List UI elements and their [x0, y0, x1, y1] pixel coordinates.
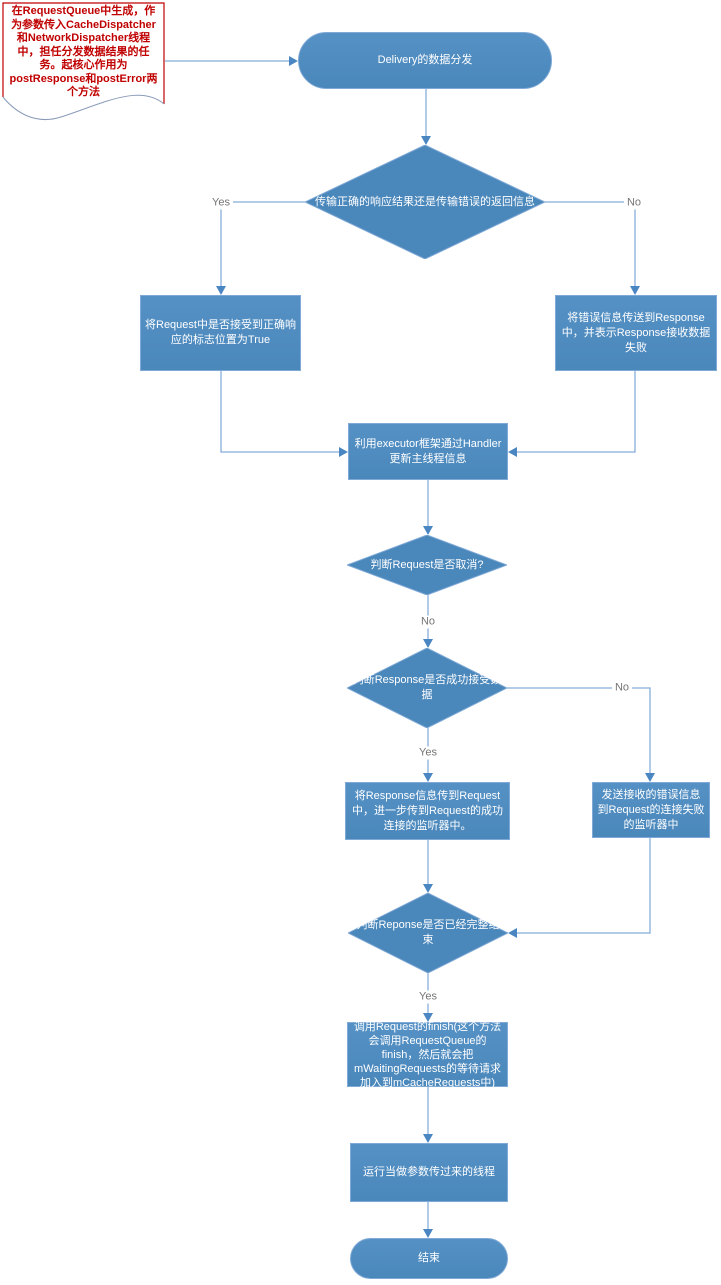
node-update-main-thread[interactable]: 利用executor框架通过Handler更新主线程信息	[348, 423, 508, 480]
node-notify-success[interactable]: 将Response信息传到Request中，进一步传到Request的成功连接的…	[345, 782, 510, 840]
annotation-text: 在RequestQueue中生成，作为参数传入CacheDispatcher和N…	[9, 5, 158, 98]
node-decision-complete[interactable]: 判断Reponse是否已经完整结束	[348, 893, 508, 973]
arrowhead-down-icon	[423, 1229, 433, 1238]
connector-decision-result-yes	[216, 201, 305, 295]
connector-start-to-decision-result	[421, 88, 431, 145]
annotation-note[interactable]: 在RequestQueue中生成，作为参数传入CacheDispatcher和N…	[2, 2, 165, 124]
node-update-main-thread-label: 利用executor框架通过Handler更新主线程信息	[354, 437, 502, 465]
node-set-flag-true-label: 将Request中是否接受到正确响应的标志位置为True	[145, 319, 296, 346]
node-decision-cancelled[interactable]: 判断Request是否取消?	[347, 535, 507, 595]
edge-label-complete-yes: Yes	[416, 990, 440, 1004]
arrowhead-down-icon	[423, 639, 433, 648]
edge-label-result-no: No	[623, 196, 645, 210]
diamond-shape-icon	[348, 893, 508, 973]
arrowhead-down-icon	[216, 286, 226, 295]
arrowhead-down-icon	[423, 526, 433, 535]
node-notify-failure-label: 发送接收的错误信息到Request的连接失败的监听器中	[597, 788, 705, 831]
edge-label-received-yes: Yes	[416, 746, 440, 760]
arrowhead-down-icon	[421, 136, 431, 145]
connector-pass-error-to-update	[508, 371, 636, 457]
arrowhead-down-icon	[645, 773, 655, 782]
connector-update-to-decision-cancelled	[423, 480, 433, 535]
node-decision-complete-label: 判断Reponse是否已经完整结束	[356, 919, 500, 946]
node-pass-error[interactable]: 将错误信息传送到Response中，并表示Response接收数据失败	[555, 295, 717, 371]
connector-set-flag-to-update	[220, 371, 348, 457]
connector-decision-result-no	[545, 201, 640, 295]
connector-failure-to-decision-complete	[508, 838, 651, 938]
edge-label-cancelled-no: No	[417, 615, 439, 629]
node-decision-received-label: 判断Response是否成功接受数据	[352, 674, 502, 701]
node-decision-received[interactable]: 判断Response是否成功接受数据	[347, 648, 507, 728]
connector-decision-received-no	[507, 687, 655, 782]
node-end-label: 结束	[418, 1252, 440, 1264]
node-run-thread[interactable]: 运行当做参数传过来的线程	[350, 1143, 508, 1202]
edge-label-received-no: No	[611, 681, 633, 695]
diamond-shape-icon	[305, 145, 545, 259]
node-decision-result[interactable]: 传输正确的响应结果还是传输错误的返回信息	[305, 145, 545, 259]
arrowhead-down-icon	[423, 1013, 433, 1022]
edge-label-result-yes: Yes	[209, 196, 233, 210]
document-shape-icon	[2, 2, 165, 121]
connector-success-to-decision-complete	[423, 840, 433, 893]
node-decision-result-label: 传输正确的响应结果还是传输错误的返回信息	[315, 195, 535, 208]
arrowhead-left-icon	[508, 928, 517, 938]
node-decision-cancelled-label: 判断Request是否取消?	[370, 558, 484, 571]
node-start-label: Delivery的数据分发	[377, 54, 473, 66]
node-pass-error-label: 将错误信息传送到Response中，并表示Response接收数据失败	[561, 311, 711, 354]
node-run-thread-label: 运行当做参数传过来的线程	[363, 1166, 495, 1178]
diamond-shape-icon	[347, 648, 507, 728]
arrowhead-down-icon	[423, 884, 433, 893]
connector-note-to-start	[165, 56, 298, 66]
arrowhead-right-icon	[289, 56, 298, 66]
connector-finish-to-run-thread	[423, 1087, 433, 1143]
arrowhead-down-icon	[423, 773, 433, 782]
node-set-flag-true[interactable]: 将Request中是否接受到正确响应的标志位置为True	[140, 295, 301, 371]
arrowhead-down-icon	[630, 286, 640, 295]
node-notify-success-label: 将Response信息传到Request中，进一步传到Request的成功连接的…	[352, 789, 503, 832]
arrowhead-down-icon	[423, 1134, 433, 1143]
diamond-shape-icon	[347, 535, 507, 595]
arrowhead-left-icon	[508, 447, 517, 457]
connector-run-thread-to-end	[423, 1202, 433, 1238]
arrowhead-right-icon	[339, 447, 348, 457]
node-start[interactable]: Delivery的数据分发	[298, 32, 552, 89]
node-call-finish[interactable]: 调用Request的finish(这个方法会调用RequestQueue的fin…	[347, 1020, 508, 1089]
node-end[interactable]: 结束	[350, 1238, 508, 1279]
node-notify-failure[interactable]: 发送接收的错误信息到Request的连接失败的监听器中	[592, 782, 710, 838]
node-call-finish-label: 调用Request的finish(这个方法会调用RequestQueue的fin…	[353, 1020, 502, 1089]
